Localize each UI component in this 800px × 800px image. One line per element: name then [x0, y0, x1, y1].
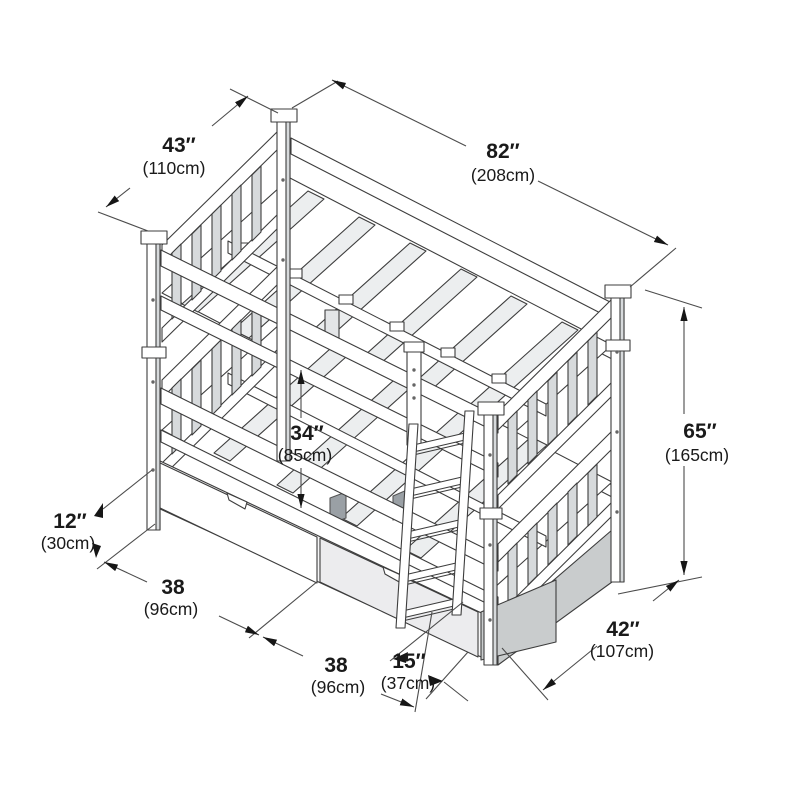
dimension-bed-width: 42″ (107cm): [501, 579, 680, 701]
headboard-width-cm-label: (110cm): [143, 158, 206, 178]
drawer-height-inches-label: 12″: [53, 510, 86, 533]
bed-width-inches-label: 42″: [606, 618, 639, 641]
bunk-clearance-inches-label: 34″: [290, 422, 323, 445]
bunk-clearance-cm-label: (85cm): [278, 445, 332, 465]
dimension-bunk-clearance: 34″ (85cm): [278, 370, 332, 508]
ladder-depth-cm-label: (37cm): [381, 673, 435, 693]
dimension-right-drawer-width: 38 (96cm): [262, 636, 415, 708]
bed-length-cm-label: (208cm): [471, 165, 535, 185]
headboard-width-inches-label: 43″: [162, 134, 195, 157]
bed-width-cm-label: (107cm): [590, 641, 654, 661]
bed-posts: [140, 108, 632, 666]
overall-height-cm-label: (165cm): [665, 445, 729, 465]
ladder-rail-near: [395, 423, 419, 629]
drawer-height-cm-label: (30cm): [41, 533, 95, 553]
dimension-left-drawer-width: 38 (96cm): [103, 561, 319, 639]
dimension-ladder-depth: 15″ (37cm): [381, 601, 469, 713]
footboard-top-panel: [497, 298, 613, 510]
drawer-handle-left: [226, 492, 248, 510]
right-drawer-width-cm-label: (96cm): [311, 677, 365, 697]
bed-length-inches-label: 82″: [486, 140, 519, 163]
bunk-bed-illustration: [140, 108, 632, 666]
left-drawer-width-inches-label: 38: [161, 576, 185, 599]
dimension-drawer-height: 12″ (30cm): [41, 469, 156, 570]
dimension-overall-height: 65″ (165cm): [617, 289, 729, 595]
right-drawer-width-inches-label: 38: [324, 654, 348, 677]
left-drawer-width-cm-label: (96cm): [144, 599, 198, 619]
ladder: [395, 410, 475, 629]
ladder-depth-inches-label: 15″: [392, 650, 425, 673]
overall-height-inches-label: 65″: [683, 420, 716, 443]
ladder-rail-far: [451, 410, 475, 616]
dimension-bed-length: 82″ (208cm): [291, 79, 677, 288]
dimension-headboard-width: 43″ (110cm): [97, 88, 279, 232]
